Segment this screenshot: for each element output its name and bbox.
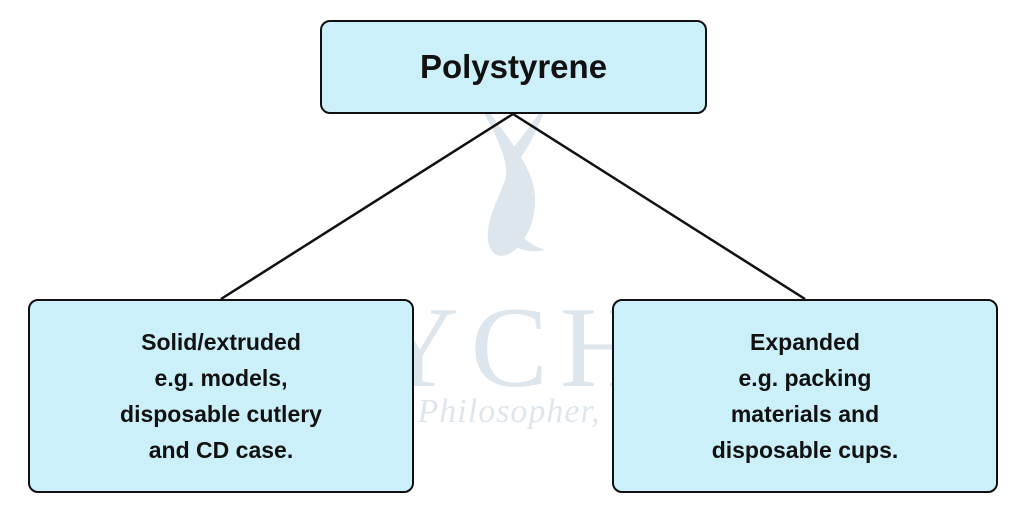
connector-left — [220, 112, 514, 301]
child-node-solid-extruded: Solid/extruded e.g. models, disposable c… — [28, 299, 414, 493]
node-line: e.g. models, — [154, 365, 288, 391]
child-node-expanded: Expanded e.g. packing materials and disp… — [612, 299, 998, 493]
node-line: materials and — [730, 401, 880, 427]
child-node-text: Solid/extruded e.g. models, disposable c… — [120, 324, 322, 468]
node-line: disposable cups. — [711, 437, 899, 463]
connector-right — [512, 112, 806, 301]
node-line: e.g. packing — [738, 365, 872, 391]
node-line: and CD case. — [148, 437, 294, 463]
node-line: Solid/extruded — [141, 329, 301, 355]
node-line: Expanded — [750, 329, 860, 355]
root-node-label: Polystyrene — [419, 48, 608, 85]
child-node-text: Expanded e.g. packing materials and disp… — [712, 324, 899, 468]
node-line: disposable cutlery — [120, 401, 322, 427]
root-node: Polystyrene — [320, 20, 707, 114]
